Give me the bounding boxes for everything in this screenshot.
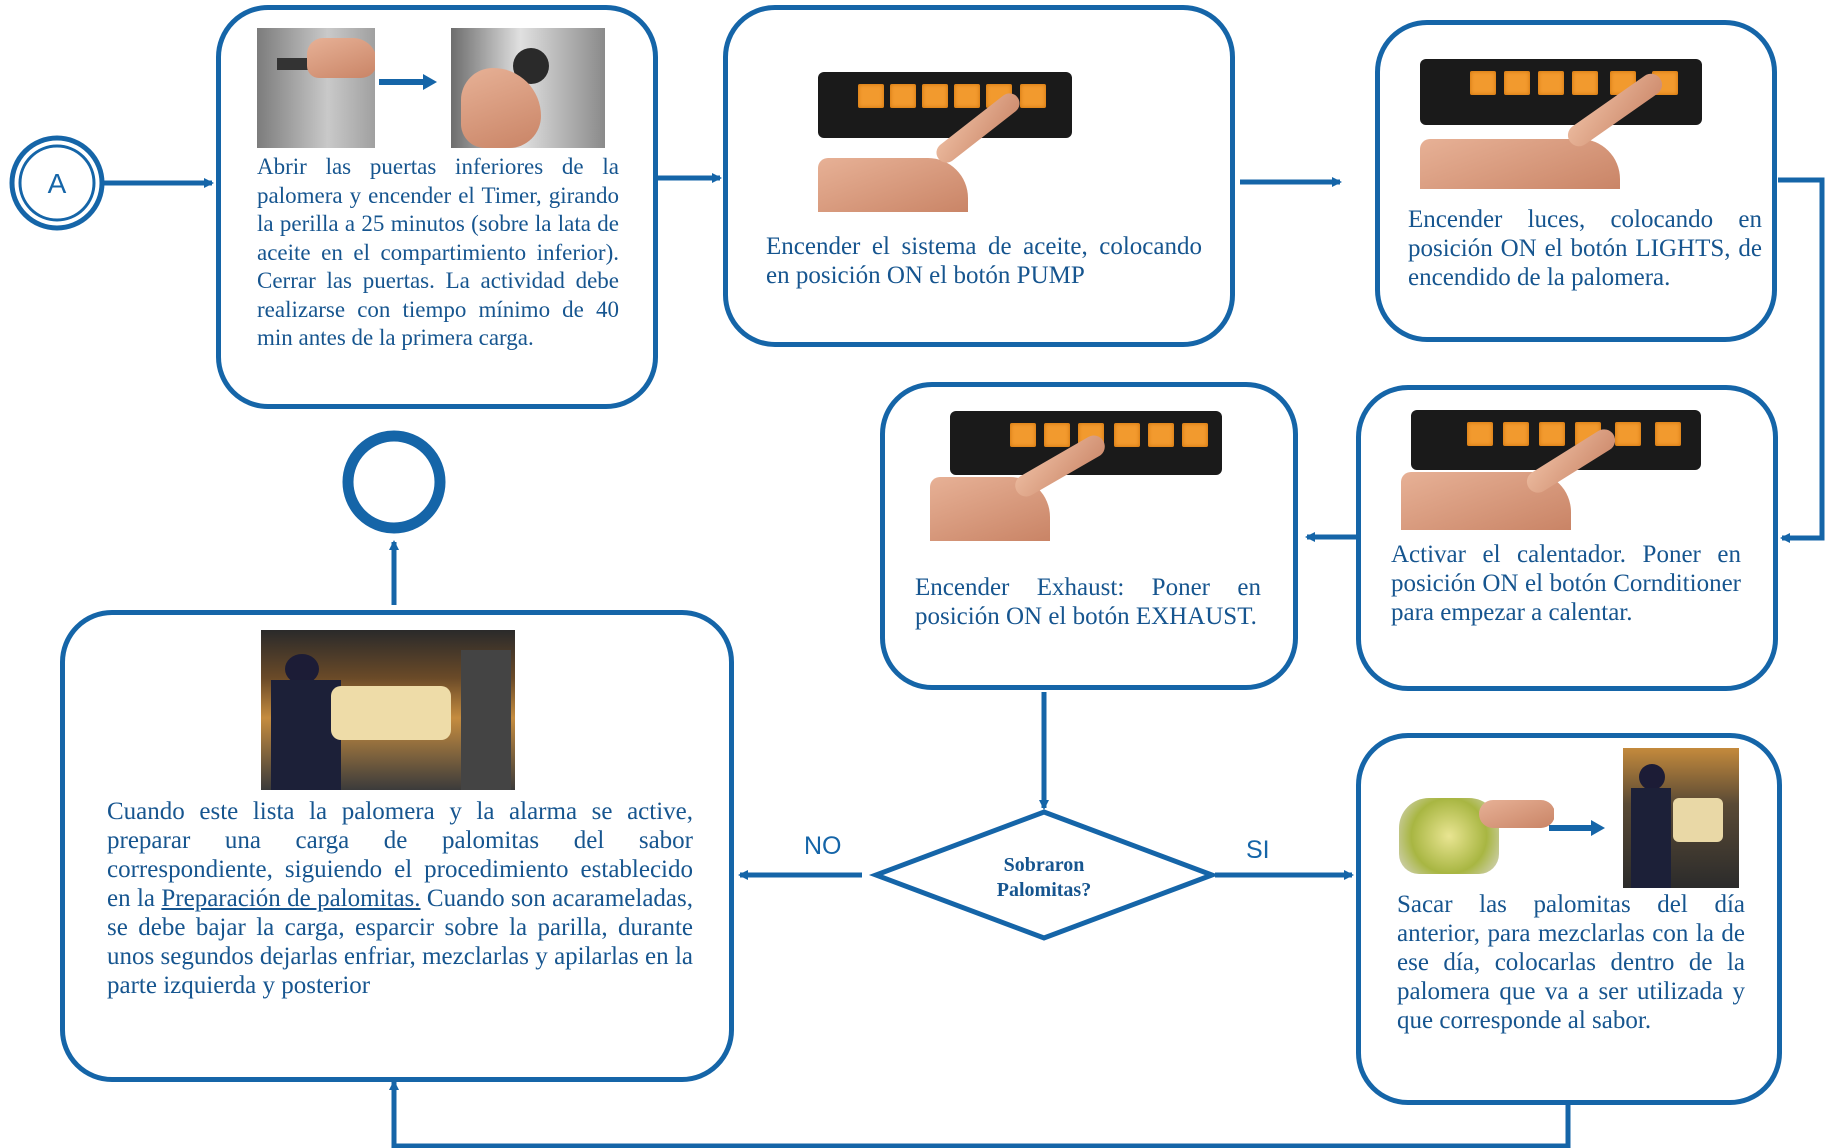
control-panel-lights-photo: [1420, 59, 1702, 189]
decision-label-line1: Sobraron: [1004, 854, 1085, 876]
end-terminator: [342, 430, 446, 534]
step-4-text: Activar el calentador. Poner en posición…: [1391, 541, 1741, 626]
timer-photo-1: [257, 28, 375, 148]
decision-no-label: NO: [804, 832, 842, 860]
timer-photo-2: [451, 28, 605, 148]
worker-photo-large: [261, 630, 515, 790]
arrow-step3-to-step4: [1778, 177, 1825, 543]
preparacion-palomitas-link[interactable]: Preparación de palomitas.: [161, 885, 421, 912]
worker-photo-small: [1623, 748, 1739, 888]
decision-diamond: Sobraron Palomitas?: [868, 809, 1220, 941]
step-no-box: Cuando este lista la palomera y la alarm…: [60, 610, 734, 1082]
step-3-box: Encender luces, colocando en posición ON…: [1375, 20, 1777, 342]
control-panel-exhaust-photo: [930, 411, 1222, 541]
step-4-box: Activar el calentador. Poner en posición…: [1356, 385, 1778, 691]
step-5-text: Encender Exhaust: Poner en posición ON e…: [915, 574, 1261, 630]
step-5-box: Encender Exhaust: Poner en posición ON e…: [880, 382, 1298, 690]
start-connector: A: [9, 135, 105, 231]
step-3-text: Encender luces, colocando en posición ON…: [1408, 206, 1762, 291]
step-si-text: Sacar las palomitas del día anterior, pa…: [1397, 891, 1745, 1034]
control-panel-pump-photo: [818, 72, 1072, 212]
step-si-box: Sacar las palomitas del día anterior, pa…: [1356, 733, 1782, 1105]
step-2-text: Encender el sistema de aceite, colocando…: [766, 233, 1202, 289]
start-connector-label: A: [48, 168, 67, 199]
step-no-text-after: Cuando son acarameladas, se debe bajar l…: [107, 885, 694, 999]
decision-si-label: SI: [1246, 836, 1270, 864]
step-2-box: Encender el sistema de aceite, colocando…: [723, 5, 1235, 347]
step-no-text-before: Cuando este lista la palomera y la alarm…: [107, 798, 693, 912]
step-no-text: Cuando este lista la palomera y la alarm…: [107, 797, 693, 1000]
decision-label-line2: Palomitas?: [997, 879, 1091, 901]
step-1-box: Abrir las puertas inferiores de la palom…: [216, 5, 658, 409]
arrow-si-to-no: [389, 1080, 1571, 1148]
step-1-text: Abrir las puertas inferiores de la palom…: [257, 154, 619, 350]
popcorn-bag-photo: [1399, 778, 1554, 878]
control-panel-conditioner-photo: [1401, 410, 1701, 530]
